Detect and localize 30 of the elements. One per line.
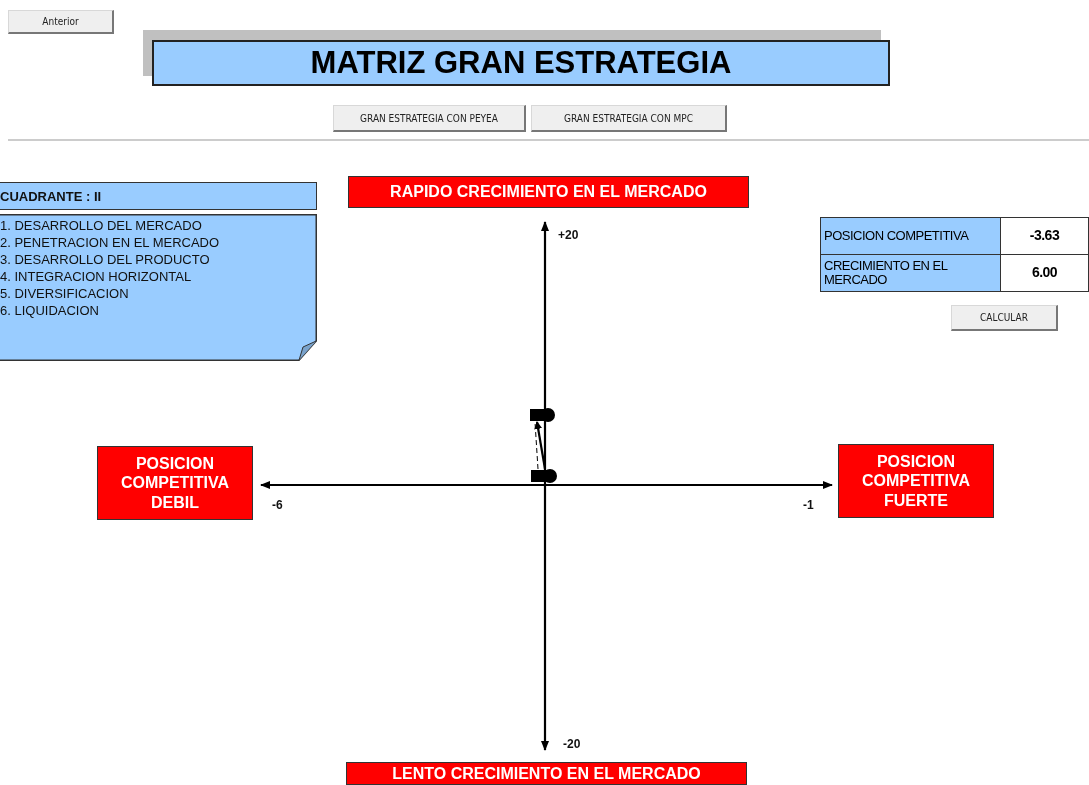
strategy-button: GRAN ESTRATEGIA CON MPC [531,105,727,132]
strategy-item: 2. PENETRACION EN EL MERCADO [0,234,221,251]
strategy-item: 4. INTEGRACION HORIZONTAL [0,268,193,285]
calculate-button: CALCULAR [951,305,1058,331]
axis-label-box: RAPIDO CRECIMIENTO EN EL MERCADO [348,176,749,208]
table-cell: CRECIMIENTO EN EL MERCADO [820,254,1001,292]
data-point-marker [531,469,557,483]
axis-tick-label: -20 [563,737,581,751]
axis-label-box: POSICION COMPETITIVA DEBIL [97,446,253,520]
strategy-item: 3. DESARROLLO DEL PRODUCTO [0,251,211,268]
table-cell: POSICION COMPETITIVA [820,217,1001,255]
axis-label-box: LENTO CRECIMIENTO EN EL MERCADO [346,762,747,785]
data-point-marker [530,408,555,422]
axis-tick-label: -6 [272,498,283,512]
strategy-item: 6. LIQUIDACION [0,302,100,319]
title: MATRIZ GRAN ESTRATEGIA [310,45,732,81]
axis-arrow [541,221,549,751]
value-cell: -3.63 [1000,217,1089,255]
quadrant-header: CUADRANTE : II [0,182,317,210]
arrow [534,421,547,470]
strategy-item: 5. DIVERSIFICACION [0,285,130,302]
value-cell: 6.00 [1000,254,1089,292]
axis-arrow [260,481,833,489]
axis-tick-label: -1 [803,498,814,512]
back-button: Anterior [8,10,114,34]
axis-tick-label: +20 [558,228,579,242]
axis-label-box: POSICION COMPETITIVA FUERTE [838,444,994,518]
dashed-line [534,421,539,470]
strategy-button: GRAN ESTRATEGIA CON PEYEA [333,105,526,132]
strategy-item: 1. DESARROLLO DEL MERCADO [0,217,203,234]
